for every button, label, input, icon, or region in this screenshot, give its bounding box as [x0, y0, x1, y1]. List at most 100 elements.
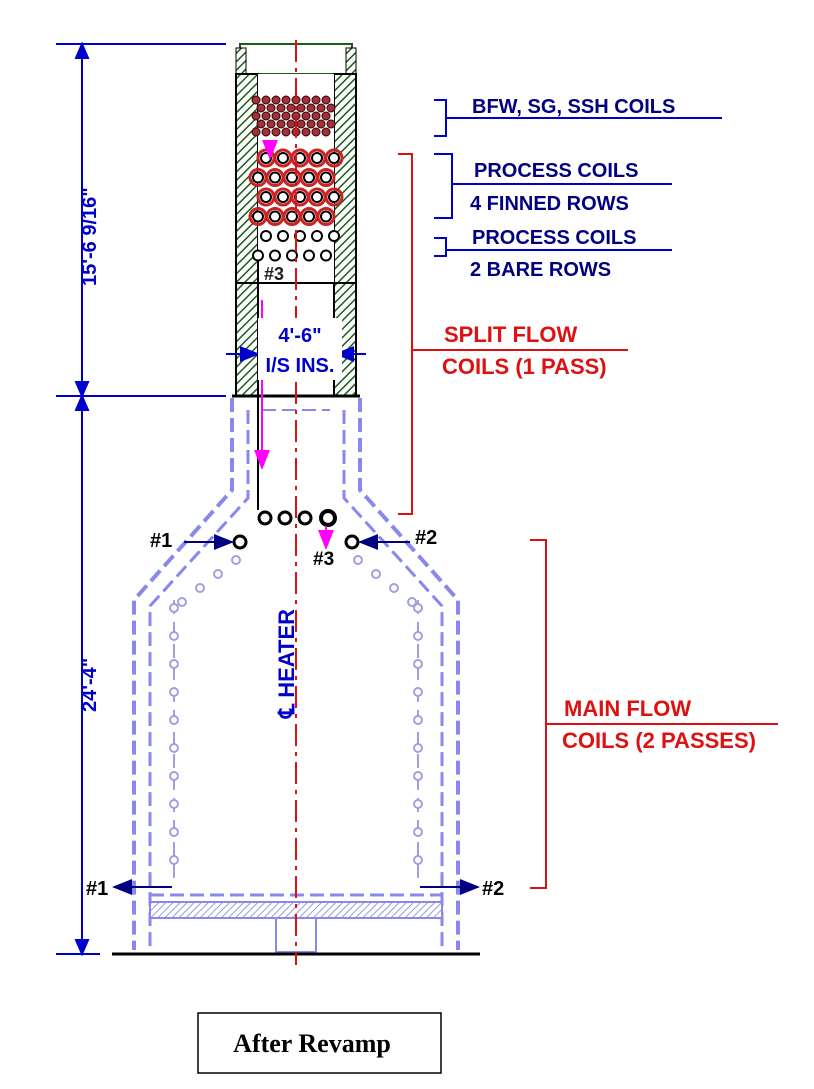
pass-3-mid: #3 — [313, 549, 334, 570]
bare-tube — [320, 249, 332, 262]
label-process-bare-1: PROCESS COILS — [472, 227, 636, 249]
bfw-tube — [261, 111, 271, 121]
bfw-tube — [261, 95, 271, 105]
radiant-tube — [169, 687, 179, 697]
caption-box — [197, 1012, 442, 1074]
label-process-bare-2: 2 BARE ROWS — [470, 259, 611, 281]
bfw-tube — [311, 95, 321, 105]
bfw-tube — [311, 127, 321, 137]
dim-upper-height: 15'-6 9/16" — [79, 187, 101, 286]
bfw-tube — [281, 95, 291, 105]
label-main-flow-1: MAIN FLOW — [564, 696, 691, 721]
radiant-tube — [413, 631, 423, 641]
bfw-tube — [316, 103, 326, 113]
bfw-tube — [266, 103, 276, 113]
finned-tube — [252, 210, 264, 223]
bfw-tube — [296, 103, 306, 113]
dim-lower-height: 24'-4" — [79, 658, 101, 712]
label-process-finned-2: 4 FINNED ROWS — [470, 193, 629, 215]
radiant-tube — [169, 827, 179, 837]
pass-arrows — [112, 534, 480, 895]
radiant-tube — [407, 597, 417, 607]
bfw-tube — [296, 119, 306, 129]
bfw-tube — [256, 119, 266, 129]
radiant-tube — [169, 715, 179, 725]
dimension-lines — [56, 41, 366, 957]
bfw-tube — [266, 119, 276, 129]
label-process-finned-1: PROCESS COILS — [474, 160, 638, 182]
finned-tube — [286, 210, 298, 223]
dim-width-1: 4'-6" — [278, 325, 321, 347]
radiant-tube — [413, 659, 423, 669]
finned-tube — [328, 191, 340, 203]
bfw-tube — [261, 127, 271, 137]
bare-tube — [328, 230, 340, 242]
bfw-tube — [321, 111, 331, 121]
finned-tube — [277, 152, 289, 164]
finned-tube — [303, 210, 315, 223]
bfw-tube — [281, 111, 291, 121]
radiant-tube — [169, 799, 179, 809]
bare-tube — [303, 249, 315, 262]
pass-2-in: #2 — [415, 527, 437, 549]
bare-tube — [260, 230, 272, 242]
radiant-tube — [413, 799, 423, 809]
radiant-tube — [413, 771, 423, 781]
bare-tube — [286, 249, 298, 262]
bfw-tube — [286, 103, 296, 113]
finned-tube — [286, 171, 298, 184]
radiant-tube — [413, 603, 423, 613]
radiant-tube — [169, 603, 179, 613]
bfw-tube — [286, 119, 296, 129]
finned-tube — [320, 210, 332, 223]
bfw-tube — [326, 103, 336, 113]
bfw-tube — [271, 95, 281, 105]
pass-2-out: #2 — [482, 878, 504, 900]
radiant-tube — [169, 743, 179, 753]
radiant-tube — [195, 583, 205, 593]
label-main-flow-2: COILS (2 PASSES) — [562, 728, 756, 753]
bare-tube — [252, 249, 264, 262]
bfw-tube — [276, 103, 286, 113]
bfw-tube — [251, 111, 261, 121]
finned-tube-fin — [324, 148, 344, 168]
radiant-tube — [213, 569, 223, 579]
bfw-tube — [316, 119, 326, 129]
bfw-tube — [276, 119, 286, 129]
label-brackets — [398, 99, 778, 889]
radiant-tube — [371, 569, 381, 579]
finned-tube — [320, 171, 332, 184]
label-split-flow-1: SPLIT FLOW — [444, 322, 577, 347]
radiant-tube — [413, 743, 423, 753]
radiant-tube — [169, 771, 179, 781]
bfw-tube — [301, 127, 311, 137]
finned-tube — [311, 152, 323, 164]
radiant-tube — [169, 855, 179, 865]
bfw-tube — [326, 119, 336, 129]
process-coil-bank — [248, 148, 344, 262]
radiant-tube — [413, 827, 423, 837]
finned-tube — [311, 191, 323, 203]
radiant-tube — [353, 555, 363, 565]
radiant-tube — [177, 597, 187, 607]
pass-1-in: #1 — [150, 530, 172, 552]
dim-width-2: I/S INS. — [266, 355, 335, 377]
bfw-tube — [271, 111, 281, 121]
bare-tube — [269, 249, 281, 262]
radiant-tube — [413, 855, 423, 865]
finned-tube — [269, 171, 281, 184]
radiant-tube — [413, 687, 423, 697]
bfw-tube — [311, 111, 321, 121]
label-split-flow-2: COILS (1 PASS) — [442, 354, 607, 379]
bfw-tube — [271, 127, 281, 137]
caption-text: After Revamp — [233, 1029, 391, 1058]
radiant-tube — [389, 583, 399, 593]
finned-tube-fin — [316, 168, 336, 187]
bare-tube — [311, 230, 323, 242]
radiant-tube — [169, 631, 179, 641]
pass-3-top: #3 — [264, 264, 284, 284]
bfw-tube — [251, 95, 261, 105]
label-bfw: BFW, SG, SSH COILS — [472, 96, 675, 118]
bfw-tube — [251, 127, 261, 137]
